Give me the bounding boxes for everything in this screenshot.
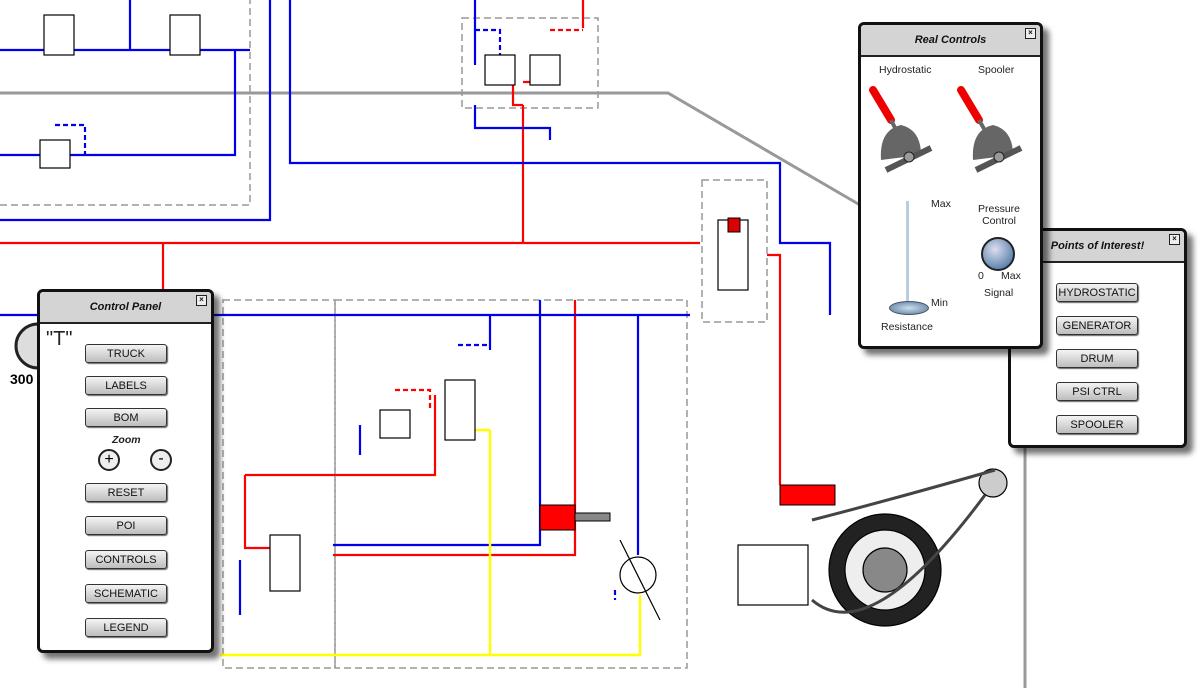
valve xyxy=(39,139,71,169)
mode-label: "T" xyxy=(46,328,73,350)
pressure-knob[interactable] xyxy=(981,237,1015,271)
generator-button[interactable]: GENERATOR xyxy=(1056,316,1138,335)
control-panel-header[interactable]: Control Panel × xyxy=(40,292,211,324)
gauge-value: 300 xyxy=(10,371,34,387)
pressure-control-label: Pressure Control xyxy=(977,203,1020,227)
labels-button[interactable]: LABELS xyxy=(85,376,167,395)
zoom-in-icon[interactable]: + xyxy=(98,449,120,471)
subsystem-box xyxy=(222,299,336,669)
valve xyxy=(43,14,75,56)
spooler-button[interactable]: SPOOLER xyxy=(1056,415,1138,434)
resistance-slider-track[interactable] xyxy=(906,201,909,301)
generator-box xyxy=(737,544,809,606)
valve xyxy=(529,54,561,86)
levers xyxy=(869,86,1023,173)
spooler-label: Spooler xyxy=(978,64,1015,76)
reset-button[interactable]: RESET xyxy=(85,483,167,502)
panel-title: Points of Interest! xyxy=(1050,240,1145,252)
real-controls-header[interactable]: Real Controls × xyxy=(861,25,1040,57)
control-panel: Control Panel × "T" TRUCK LABELS BOM Zoom… xyxy=(37,289,214,653)
bom-button[interactable]: BOM xyxy=(85,408,167,427)
slider-max-label: Max xyxy=(931,198,951,210)
hydrostatic-button[interactable]: HYDROSTATIC xyxy=(1056,283,1138,302)
return-line xyxy=(0,0,272,222)
schematic-button[interactable]: SCHEMATIC xyxy=(85,584,167,603)
close-icon[interactable]: × xyxy=(1169,234,1180,245)
valve xyxy=(169,14,201,56)
drum xyxy=(978,468,1008,498)
panel-title: Real Controls xyxy=(914,34,987,46)
return-line xyxy=(288,0,832,315)
frame-line xyxy=(0,91,861,207)
valve xyxy=(484,54,516,86)
zoom-label: Zoom xyxy=(112,434,141,446)
close-icon[interactable]: × xyxy=(1025,28,1036,39)
spooler-lever[interactable] xyxy=(957,86,1023,173)
poi-button[interactable]: POI xyxy=(85,516,167,535)
resistance-label: Resistance xyxy=(881,321,933,333)
truck-button[interactable]: TRUCK xyxy=(85,344,167,363)
valve xyxy=(444,379,476,441)
knob-max-label: Max xyxy=(1001,270,1021,282)
knob-min-label: 0 xyxy=(978,270,984,282)
hydrostatic-label: Hydrostatic xyxy=(879,64,932,76)
resistance-slider-handle[interactable] xyxy=(889,301,929,315)
psi-ctrl-button[interactable]: PSI CTRL xyxy=(1056,382,1138,401)
subsystem-box xyxy=(334,299,688,669)
valve xyxy=(269,534,301,592)
hydraulic-cylinder xyxy=(539,504,576,531)
close-icon[interactable]: × xyxy=(196,295,207,306)
subsystem-box xyxy=(461,17,599,109)
pressure-line xyxy=(243,253,782,557)
subsystem-box xyxy=(701,179,768,323)
signal-label: Signal xyxy=(984,287,1014,299)
controls-button[interactable]: CONTROLS xyxy=(85,550,167,569)
pressure-line xyxy=(0,0,700,290)
panel-title: Control Panel xyxy=(89,301,162,313)
drum-button[interactable]: DRUM xyxy=(1056,349,1138,368)
slider-min-label: Min xyxy=(931,297,948,309)
real-controls-panel: Real Controls × Hydrostatic Spooler Max M… xyxy=(858,22,1043,349)
zoom-out-icon[interactable]: - xyxy=(150,449,172,471)
hydrostatic-lever[interactable] xyxy=(869,86,933,173)
valve xyxy=(379,409,411,439)
legend-button[interactable]: LEGEND xyxy=(85,618,167,637)
hydraulic-cylinder xyxy=(779,484,836,506)
return-line xyxy=(0,300,690,615)
